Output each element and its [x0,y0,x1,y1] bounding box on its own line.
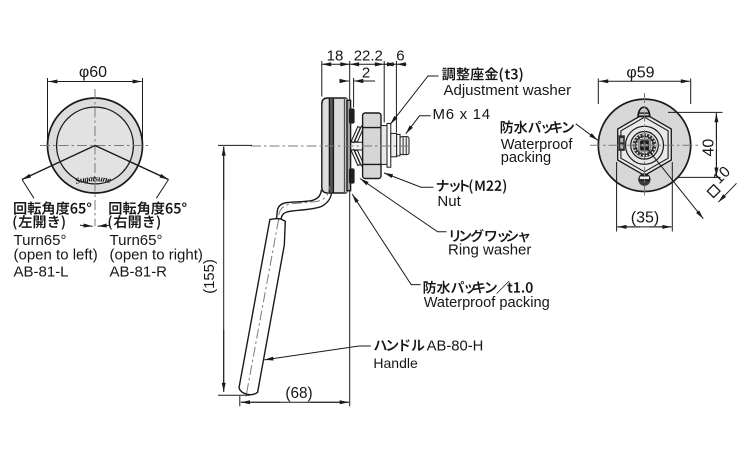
svg-text:AB-80-H: AB-80-H [427,338,484,354]
svg-text:(open to left): (open to left) [14,246,98,263]
svg-text:18: 18 [327,48,344,65]
svg-text:6: 6 [396,48,404,65]
svg-text:Adjustment washer: Adjustment washer [444,82,572,99]
svg-text:Waterproof: Waterproof [501,137,574,153]
svg-text:Turn65°: Turn65° [14,232,67,249]
svg-text:(open to right): (open to right) [110,246,203,263]
svg-text:40: 40 [701,139,718,157]
svg-text:Nut: Nut [437,193,461,210]
svg-text:packing: packing [501,150,551,166]
svg-text:2: 2 [362,65,370,82]
svg-text:φ59: φ59 [626,65,654,82]
svg-text:(155): (155) [202,259,218,294]
svg-text:22.2: 22.2 [354,48,383,65]
svg-text:Waterproof packing: Waterproof packing [424,295,550,311]
svg-text:AB-81-L: AB-81-L [14,264,69,281]
svg-text:Handle: Handle [373,355,418,371]
svg-text:(68): (68) [285,385,312,402]
svg-text:Ring washer: Ring washer [448,241,531,258]
svg-text:M6 x 14: M6 x 14 [433,106,491,123]
svg-text:AB-81-R: AB-81-R [110,264,168,281]
svg-text:φ60: φ60 [79,64,107,81]
svg-text:(35): (35) [631,209,659,226]
svg-text:Turn65°: Turn65° [110,232,163,249]
